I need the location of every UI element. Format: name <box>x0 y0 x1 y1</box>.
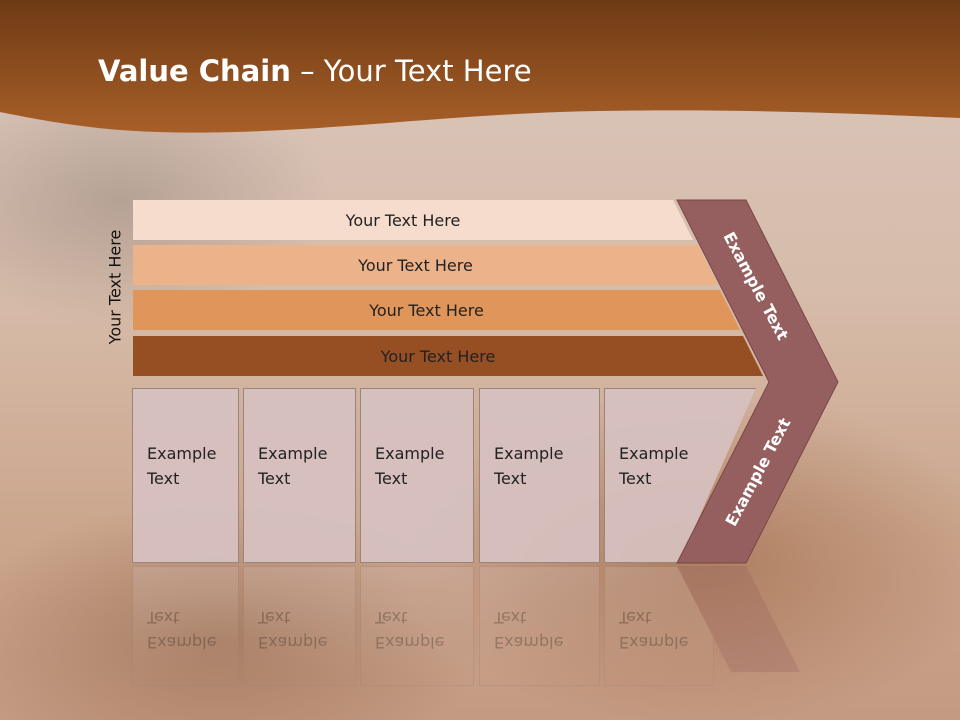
reflection-line: Example <box>147 633 217 652</box>
bar-label: Your Text Here <box>369 300 484 320</box>
activity-box-5: Example Text <box>604 388 756 563</box>
box-line-1: Example <box>147 444 217 463</box>
activity-box-3: Example Text <box>360 388 474 563</box>
box-line-1: Example <box>619 444 689 463</box>
value-chain-bar-2: Your Text Here <box>133 245 718 285</box>
reflection-box: Example Text <box>604 566 714 686</box>
value-chain-bar-1: Your Text Here <box>133 200 693 240</box>
box-line-2: Text <box>147 469 180 488</box>
box-line-2: Text <box>619 469 652 488</box>
box-line-1: Example <box>258 444 328 463</box>
bar-label: Your Text Here <box>358 255 473 275</box>
reflection-chevron <box>677 566 800 672</box>
reflection-text: Example Text <box>619 605 688 655</box>
reflection-line: Example <box>494 633 564 652</box>
box-line-2: Text <box>258 469 291 488</box>
value-chain-bar-4: Your Text Here <box>133 336 763 376</box>
reflection-line: Text <box>375 608 408 627</box>
reflection-text: Example Text <box>494 605 563 655</box>
activity-box-2: Example Text <box>243 388 356 563</box>
reflection-line: Text <box>258 608 291 627</box>
box-line-2: Text <box>494 469 527 488</box>
title-bold: Value Chain <box>98 54 291 88</box>
reflection-text: Example Text <box>375 605 444 655</box>
box-line-1: Example <box>375 444 445 463</box>
reflection-line: Example <box>619 633 689 652</box>
reflection-line: Example <box>258 633 328 652</box>
slide-title: Value Chain – Your Text Here <box>98 54 532 88</box>
reflection-line: Text <box>147 608 180 627</box>
box-line-1: Example <box>494 444 564 463</box>
side-label: Your Text Here <box>105 229 125 345</box>
reflection-box: Example Text <box>360 566 474 686</box>
title-rest: – Your Text Here <box>290 54 532 88</box>
activity-box-4: Example Text <box>479 388 600 563</box>
reflection: Example Text Example Text Example Text Exam… <box>0 566 960 720</box>
reflection-line: Text <box>619 608 652 627</box>
box-line-2: Text <box>375 469 408 488</box>
reflection-line: Example <box>375 633 445 652</box>
header-band <box>0 0 960 133</box>
reflection-box: Example Text <box>243 566 356 686</box>
value-chain-bar-3: Your Text Here <box>133 290 740 330</box>
reflection-text: Example Text <box>258 605 327 655</box>
reflection-box: Example Text <box>479 566 600 686</box>
reflection-text: Example Text <box>147 605 216 655</box>
activity-box-1: Example Text <box>132 388 239 563</box>
bar-label: Your Text Here <box>380 346 496 366</box>
reflection-box: Example Text <box>132 566 239 686</box>
bar-label: Your Text Here <box>345 210 461 230</box>
reflection-line: Text <box>494 608 527 627</box>
